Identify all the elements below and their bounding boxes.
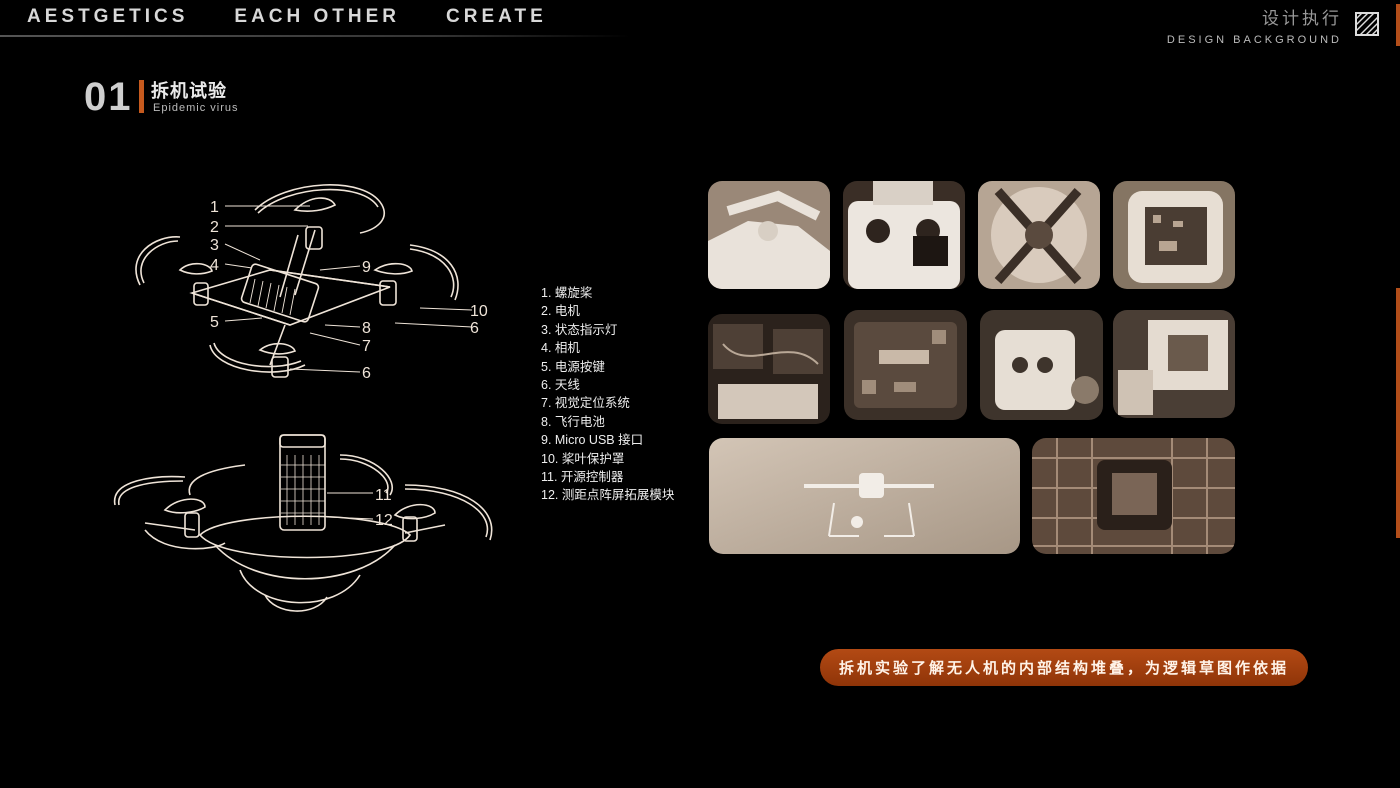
parts-list: 1. 螺旋桨 2. 电机 3. 状态指示灯 4. 相机 5. 电源按键 6. 天… — [541, 284, 674, 505]
circuit-board-photo — [844, 310, 967, 420]
nav-create[interactable]: CREATE — [446, 6, 547, 27]
edge-accent-top — [1396, 4, 1400, 46]
section-title: 拆机试验 — [151, 81, 227, 101]
guard-right — [409, 244, 459, 301]
internal-parts-photo — [1113, 310, 1235, 418]
guard-right — [404, 484, 493, 541]
banner-text: 拆机实验了解无人机的内部结构堆叠，为逻辑草图作依据 — [838, 660, 1289, 677]
list-item: 11. 开源控制器 — [541, 469, 624, 484]
list-item: 6. 天线 — [541, 377, 580, 392]
drone-flying-photo — [709, 438, 1020, 554]
flight-controller-photo — [1032, 438, 1235, 554]
list-item: 7. 视觉定位系统 — [541, 396, 630, 411]
top-right-en: DESIGN BACKGROUND — [1166, 34, 1342, 46]
top-right-cn: 设计执行 — [1262, 9, 1342, 28]
callout-12: 12 — [375, 512, 393, 529]
list-item: 1. 螺旋桨 — [541, 286, 593, 300]
callout-1: 1 — [210, 199, 219, 216]
list-item: 5. 电源按键 — [541, 359, 605, 374]
nav-each-other[interactable]: EACH OTHER — [234, 6, 401, 27]
diagonal-stripes-icon[interactable] — [1355, 12, 1379, 36]
nav-aestgetics[interactable]: AESTGETICS — [27, 6, 189, 27]
section-subtitle: Epidemic virus — [153, 102, 239, 114]
guard-left — [114, 475, 186, 506]
list-item: 3. 状态指示灯 — [541, 322, 618, 337]
callout-6b: 6 — [362, 365, 371, 382]
remote-controller-photo — [843, 181, 965, 289]
guard-bottom — [209, 344, 306, 373]
drone-diagram-bottom: 11 12 — [114, 434, 493, 612]
callout-11: 11 — [375, 487, 392, 504]
drone-frame-photo — [978, 181, 1100, 289]
drone-body-photo — [708, 181, 830, 289]
nav-divider — [0, 35, 630, 37]
circuit-housing-photo — [1113, 181, 1235, 289]
callout-6a: 6 — [470, 320, 479, 337]
callout-7: 7 — [362, 338, 371, 355]
section-number: 01 — [84, 75, 133, 119]
list-item: 4. 相机 — [541, 341, 580, 356]
wired-boards-photo — [708, 314, 830, 424]
guard-left — [135, 236, 181, 286]
list-item: 9. Micro USB 接口 — [541, 433, 644, 448]
guard-top — [254, 184, 385, 234]
callout-8: 8 — [362, 320, 371, 337]
list-item: 10. 桨叶保护罩 — [541, 451, 625, 466]
gimbal-mount-photo — [980, 310, 1103, 420]
section-accent-bar — [139, 80, 144, 113]
list-item: 8. 飞行电池 — [541, 414, 605, 429]
callout-2: 2 — [210, 219, 219, 236]
guard-top-right — [339, 454, 393, 496]
top-right-heading: 设计执行 DESIGN BACKGROUND — [1167, 4, 1342, 46]
top-nav: AESTGETICS EACH OTHER CREATE — [27, 6, 547, 28]
edge-accent-middle — [1396, 288, 1400, 538]
callout-10: 10 — [470, 303, 488, 320]
summary-banner: 拆机实验了解无人机的内部结构堆叠，为逻辑草图作依据 — [820, 649, 1308, 686]
callout-3: 3 — [210, 237, 219, 254]
list-item: 12. 测距点阵屏拓展模块 — [541, 488, 675, 503]
list-item: 2. 电机 — [541, 304, 580, 319]
callout-9: 9 — [362, 259, 371, 276]
callout-4: 4 — [210, 257, 219, 274]
callout-5: 5 — [210, 314, 219, 331]
drone-diagram-top: 1 2 3 4 5 9 10 6 8 7 6 — [135, 184, 488, 382]
